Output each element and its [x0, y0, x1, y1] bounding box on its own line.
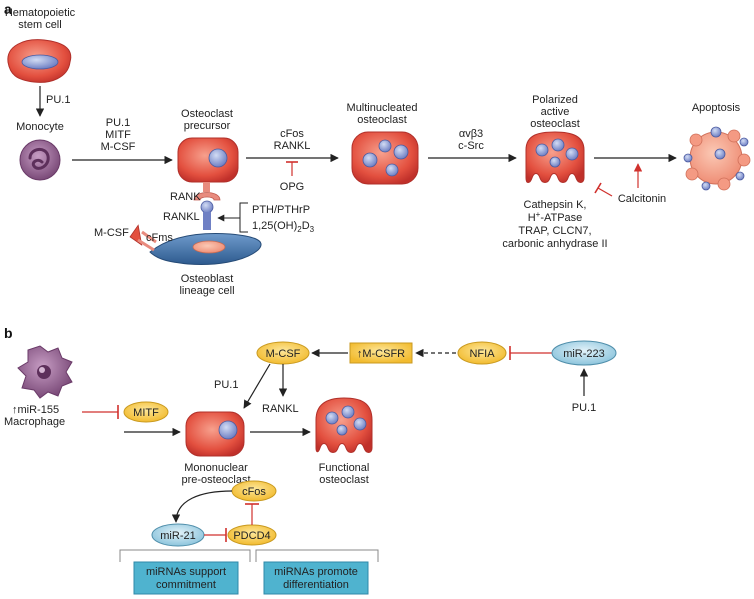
commitment-label-2: commitment	[156, 579, 216, 591]
precursor-label-2: precursor	[184, 120, 231, 132]
functional-osteoclast-cell	[315, 397, 373, 453]
enzymes-label-4: carbonic anhydrase II	[502, 238, 607, 250]
polarized-label-1: Polarized	[532, 94, 578, 106]
polarized-label-3: osteoclast	[530, 118, 580, 130]
pu1-right-label: PU.1	[572, 402, 596, 414]
calcitonin-label: Calcitonin	[618, 193, 666, 205]
factor-mitf: MITF	[105, 129, 131, 141]
panel-b-label: b	[4, 325, 13, 341]
commitment-label-1: miRNAs support	[146, 566, 226, 578]
differentiation-label-2: differentiation	[283, 579, 349, 591]
pth-label: PTH/PTHrP	[252, 204, 310, 216]
macrophage-label: Macrophage	[4, 416, 65, 428]
mcsf-cfms-receptor	[129, 224, 157, 252]
pu1-left-label: PU.1	[214, 379, 238, 391]
hsc-label-2: stem cell	[18, 19, 61, 31]
polarized-label-2: active	[541, 106, 570, 118]
nfia-node	[457, 341, 507, 365]
osteoblast-cell	[149, 233, 262, 265]
mir223-label: miR-223	[563, 348, 605, 360]
bracket-commitment	[119, 549, 251, 562]
mir155-inhibition	[82, 405, 119, 419]
commitment-box	[133, 561, 239, 595]
mir223-node	[551, 340, 617, 366]
enzymes-label-2: H+-ATPase	[528, 210, 583, 224]
apoptotic-cell	[683, 126, 751, 191]
enzymes-label-1: Cathepsin K,	[524, 199, 587, 211]
factor-cfos: cFos	[280, 128, 304, 140]
multinucleated-label-1: Multinucleated	[347, 102, 418, 114]
factor-mcsf: M-CSF	[101, 141, 136, 153]
opg-label: OPG	[280, 181, 304, 193]
monocyte-cell	[19, 139, 61, 181]
differentiation-label-1: miRNAs promote	[274, 566, 358, 578]
mir21-label: miR-21	[160, 530, 195, 542]
opg-inhibition	[286, 161, 298, 176]
mitf-node	[123, 401, 169, 423]
mcsf-label-b: M-CSF	[266, 348, 301, 360]
csrc-label: c-Src	[458, 140, 484, 152]
hematopoietic-stem-cell	[7, 39, 72, 83]
arrow-mcsf-mononuclear	[243, 363, 271, 409]
mononuclear-label-2: pre-osteoclast	[181, 474, 250, 486]
mir223-inhibition	[509, 346, 552, 360]
rank-label: RANK	[170, 191, 201, 203]
apoptosis-label: Apoptosis	[692, 102, 741, 114]
panel-a-label: a	[4, 1, 12, 17]
pu1-label: PU.1	[46, 94, 70, 106]
monocyte-label: Monocyte	[16, 121, 64, 133]
precursor-label-1: Osteoclast	[181, 108, 233, 120]
rank-receptor	[193, 182, 221, 201]
rankl-label-b: RANKL	[262, 403, 299, 415]
mcsfr-node	[349, 342, 413, 364]
hsc-label-1: Hematopoietic	[5, 7, 76, 19]
multinucleated-label-2: osteoclast	[357, 114, 407, 126]
mir21-inhibition	[204, 528, 227, 542]
integrin-label: αvβ3	[459, 128, 483, 140]
functional-label-2: osteoclast	[319, 474, 369, 486]
differentiation-box	[263, 561, 369, 595]
mcsf-label-a: M-CSF	[94, 227, 129, 239]
cfms-label: cFms	[146, 232, 173, 244]
nfia-label: NFIA	[469, 348, 495, 360]
macrophage-cell	[17, 345, 73, 399]
arrow-cfos-mir21	[171, 490, 233, 523]
pdcd4-label: PDCD4	[233, 530, 270, 542]
osteoblast-label-2: lineage cell	[179, 285, 234, 297]
multinucleated-osteoclast-cell	[351, 131, 419, 185]
osteoclast-precursor-cell	[177, 137, 239, 183]
rankl-label-a: RANKL	[163, 211, 200, 223]
factor-pu1: PU.1	[106, 117, 130, 129]
osteoblast-label-1: Osteoblast	[181, 273, 234, 285]
functional-label-1: Functional	[319, 462, 370, 474]
mir155-label: ↑miR-155	[12, 404, 59, 416]
mononuclear-label-1: Mononuclear	[184, 462, 248, 474]
factor-rankl: RANKL	[274, 140, 311, 152]
vitd-label: 1,25(OH)2D3	[252, 220, 315, 234]
mcsfr-label: ↑M-CSFR	[357, 348, 405, 360]
mononuclear-preosteoclast-cell	[185, 411, 245, 457]
mitf-label: MITF	[133, 407, 159, 419]
calcitonin-inhibition	[594, 182, 613, 197]
pdcd4-inhibition	[245, 503, 259, 525]
polarized-osteoclast-cell	[525, 131, 585, 183]
bracket-differentiation	[255, 549, 379, 562]
rankl-ligand	[200, 200, 214, 230]
enzymes-label-3: TRAP, CLCN7,	[518, 225, 591, 237]
cfos-label: cFos	[242, 486, 266, 498]
